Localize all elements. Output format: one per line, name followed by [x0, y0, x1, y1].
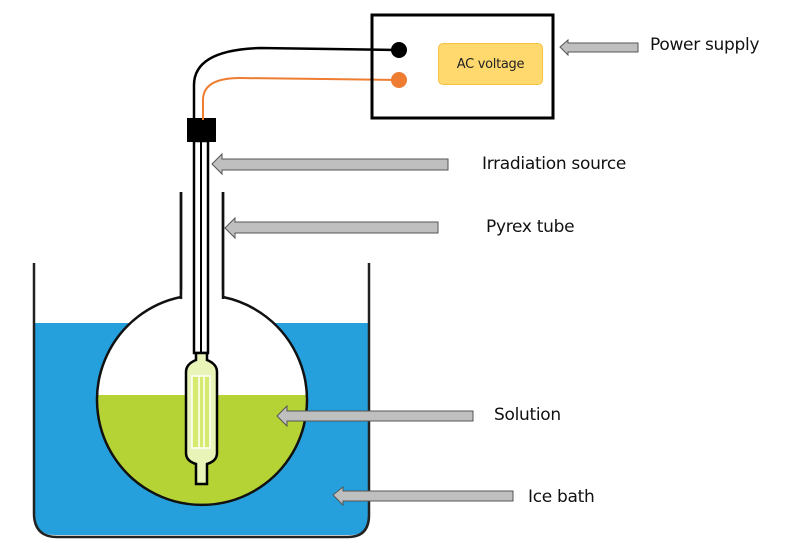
lamp-connector [187, 118, 216, 142]
label-ice-bath: Ice bath [528, 487, 595, 507]
label-pyrex-tube: Pyrex tube [486, 217, 575, 237]
beaker-outline [32, 263, 371, 539]
power-supply-box [370, 13, 555, 120]
black-terminal [391, 42, 407, 58]
arrow-pyrex-tube [224, 216, 439, 240]
black-wire [192, 46, 398, 120]
arrow-solution [276, 404, 474, 428]
orange-terminal [391, 72, 407, 88]
orange-wire [202, 76, 400, 120]
label-irradiation-source: Irradiation source [482, 154, 627, 174]
arrow-ice-bath [332, 485, 514, 507]
label-power-supply: Power supply [650, 35, 760, 55]
arrow-power-supply [559, 38, 639, 57]
lamp-filament [191, 375, 211, 449]
ac-voltage-label: AC voltage [456, 56, 525, 72]
ac-voltage-box: AC voltage [438, 43, 543, 85]
label-solution: Solution [494, 405, 561, 425]
flask-outline [95, 192, 309, 507]
arrow-irradiation-source [211, 152, 449, 176]
